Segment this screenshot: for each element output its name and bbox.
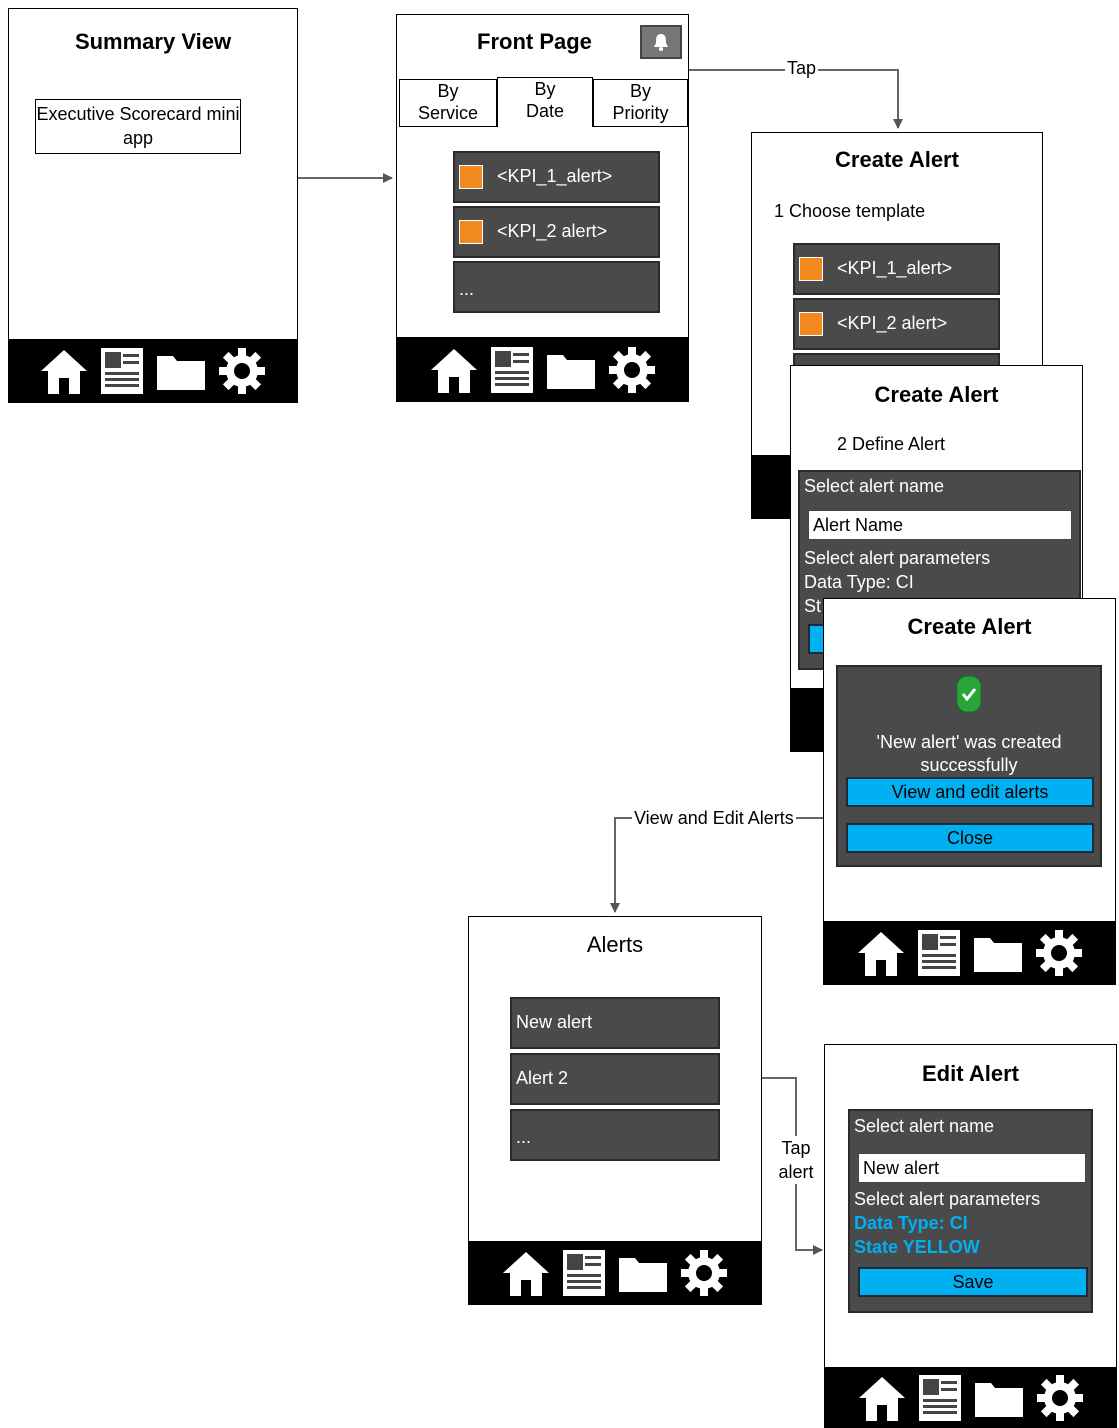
status-indicator — [799, 312, 823, 336]
close-button[interactable]: Close — [846, 823, 1094, 853]
tab-by-date[interactable]: By Date — [497, 77, 593, 127]
folder-icon[interactable] — [545, 345, 597, 395]
connector-label-tap-alert: Tap alert — [774, 1136, 818, 1184]
home-icon[interactable] — [501, 1248, 551, 1298]
list-item-label: ... — [516, 1127, 532, 1147]
select-alert-name-label: Select alert name — [804, 476, 945, 496]
folder-icon[interactable] — [155, 346, 207, 396]
alert-name-field[interactable]: New alert — [858, 1153, 1086, 1183]
folder-icon[interactable] — [617, 1248, 669, 1298]
summary-view-screen: Summary View Executive Scorecard mini ap… — [8, 8, 298, 403]
tab-by-service[interactable]: By Service — [399, 79, 497, 127]
document-icon[interactable] — [917, 1373, 963, 1423]
template-item-kpi-2[interactable]: <KPI_2 alert> — [793, 298, 1000, 350]
data-type-label: Data Type: CI — [804, 572, 914, 592]
state-value: State YELLOW — [854, 1237, 980, 1257]
template-item-kpi-1[interactable]: <KPI_1_alert> — [793, 243, 1000, 295]
success-message: 'New alert' was created successfully — [876, 732, 1062, 775]
document-icon[interactable] — [561, 1248, 607, 1298]
page-title: Alerts — [586, 932, 644, 957]
list-item-kpi-1[interactable]: <KPI_1_alert> — [453, 151, 660, 203]
select-alert-name-label: Select alert name — [854, 1116, 995, 1136]
folder-icon[interactable] — [972, 928, 1024, 978]
list-item-label: ... — [459, 279, 475, 299]
connector-tap — [660, 56, 903, 129]
connector-view-edit — [610, 817, 824, 913]
tab-by-priority[interactable]: By Priority — [593, 79, 688, 127]
template-label: <KPI_1_alert> — [837, 258, 953, 278]
bottom-nav — [468, 1241, 762, 1305]
gear-icon[interactable] — [679, 1248, 729, 1298]
select-alert-params-label: Select alert parameters — [804, 548, 991, 568]
folder-icon[interactable] — [973, 1373, 1025, 1423]
create-alert-step3-screen: Create Alert 'New alert' was created suc… — [823, 598, 1116, 985]
list-item-kpi-2[interactable]: <KPI_2 alert> — [453, 206, 660, 258]
list-item-label: New alert — [516, 1012, 593, 1032]
page-title: Edit Alert — [922, 1061, 1019, 1086]
page-title: Front Page — [477, 29, 592, 54]
bottom-nav — [823, 921, 1116, 985]
state-label-partial: St — [804, 596, 822, 616]
step-label: 1 Choose template — [774, 201, 926, 221]
alert-list-item-more[interactable]: ... — [510, 1109, 720, 1161]
app-label: Executive Scorecard mini app — [36, 104, 240, 148]
select-alert-params-label: Select alert parameters — [854, 1189, 1041, 1209]
bell-icon — [654, 34, 668, 51]
document-icon[interactable] — [99, 346, 145, 396]
status-indicator — [459, 220, 483, 244]
template-label: <KPI_2 alert> — [837, 313, 948, 333]
document-icon[interactable] — [489, 345, 535, 395]
success-panel: 'New alert' was created successfully Vie… — [836, 665, 1102, 867]
alert-list-item-new[interactable]: New alert — [510, 997, 720, 1049]
page-title: Create Alert — [907, 614, 1032, 639]
data-type-value: Data Type: CI — [854, 1213, 968, 1233]
checkmark-icon — [956, 675, 982, 713]
document-icon[interactable] — [916, 928, 962, 978]
list-item-label: <KPI_1_alert> — [497, 166, 613, 186]
connector-label-tap: Tap — [785, 58, 819, 79]
page-title: Create Alert — [874, 382, 999, 407]
page-title: Create Alert — [835, 147, 959, 172]
status-indicator — [799, 257, 823, 281]
bell-button[interactable] — [640, 25, 682, 59]
alert-name-field[interactable]: Alert Name — [808, 510, 1072, 540]
home-icon[interactable] — [429, 345, 479, 395]
bottom-nav — [396, 337, 689, 402]
alerts-screen: Alerts New alert Alert 2 ... — [468, 916, 762, 1305]
status-indicator — [459, 165, 483, 189]
home-icon[interactable] — [39, 346, 89, 396]
list-item-label: <KPI_2 alert> — [497, 221, 608, 241]
list-item-more[interactable]: ... — [453, 261, 660, 313]
front-page-screen: Front Page By Service By Date By Priorit… — [396, 14, 689, 402]
gear-icon[interactable] — [607, 345, 657, 395]
bottom-nav — [824, 1367, 1117, 1428]
page-title: Summary View — [74, 29, 232, 54]
view-edit-alerts-button[interactable]: View and edit alerts — [846, 777, 1094, 807]
gear-icon[interactable] — [1034, 928, 1084, 978]
save-button[interactable]: Save — [858, 1267, 1088, 1297]
home-icon[interactable] — [856, 928, 906, 978]
edit-alert-screen: Edit Alert Select alert name New alert S… — [824, 1044, 1117, 1428]
gear-icon[interactable] — [217, 346, 267, 396]
edit-alert-panel: Select alert name New alert Select alert… — [848, 1109, 1093, 1313]
alert-list-item-2[interactable]: Alert 2 — [510, 1053, 720, 1105]
gear-icon[interactable] — [1035, 1373, 1085, 1423]
step-label: 2 Define Alert — [837, 434, 946, 454]
home-icon[interactable] — [857, 1373, 907, 1423]
executive-scorecard-app[interactable]: Executive Scorecard mini app — [35, 99, 241, 154]
connector-label-view-edit: View and Edit Alerts — [632, 808, 796, 829]
list-item-label: Alert 2 — [516, 1068, 569, 1088]
bottom-nav — [8, 339, 298, 403]
